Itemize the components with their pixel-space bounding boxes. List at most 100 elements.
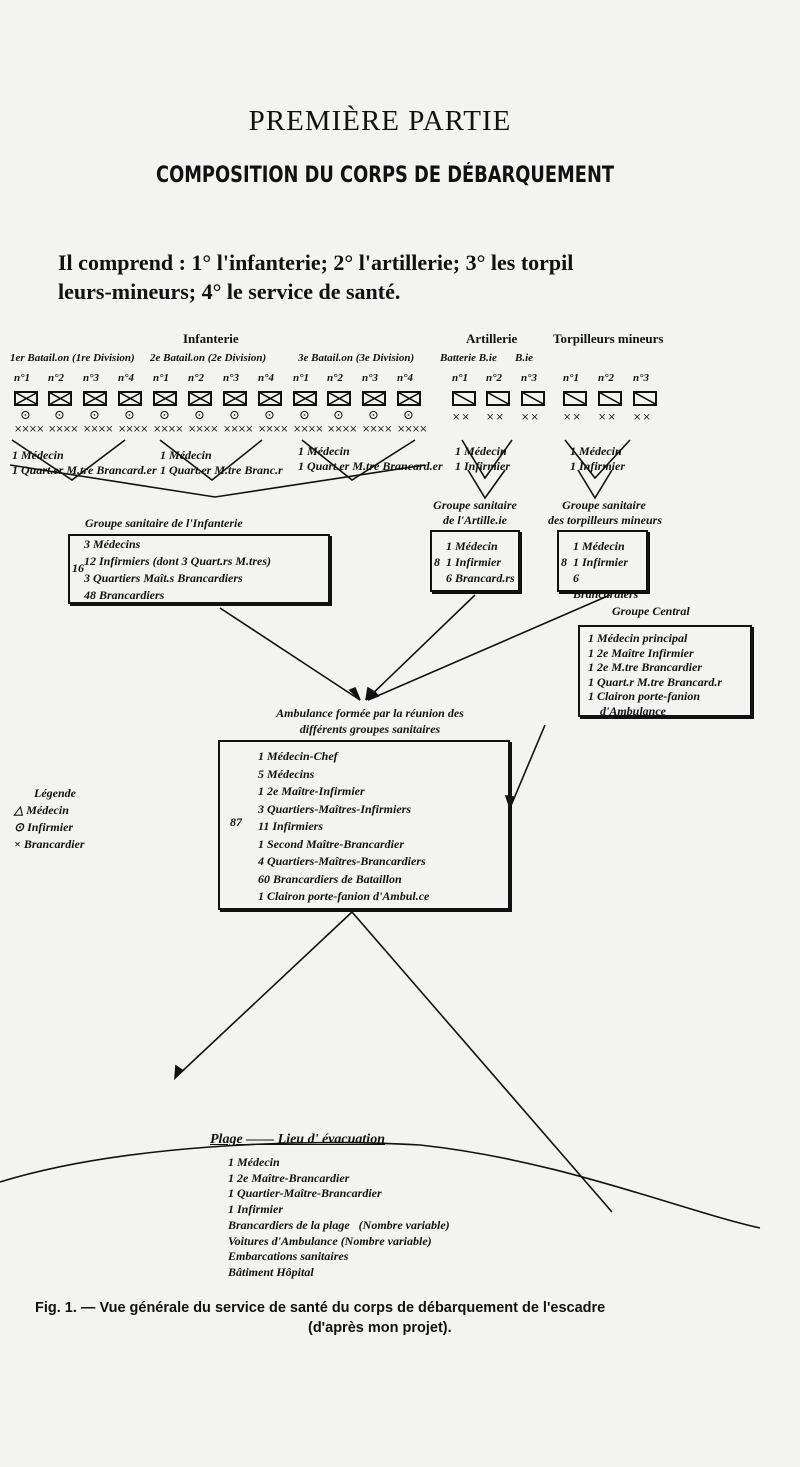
- figure-caption: Fig. 1. — Vue générale du service de san…: [35, 1300, 606, 1316]
- plage-label: Plage —— Lieu d' évacuation: [210, 1132, 385, 1147]
- company-box-icon: [258, 391, 282, 406]
- company-box-icon: [486, 391, 510, 406]
- circle-dot-icon: ⊙: [14, 820, 25, 834]
- company-box-icon: [598, 391, 622, 406]
- brancardier-icon: × ×: [598, 412, 616, 423]
- company-box-icon: [563, 391, 587, 406]
- company-number: n°1: [293, 372, 310, 384]
- company-box-icon: [327, 391, 351, 406]
- company-box-icon: [14, 391, 38, 406]
- infirmier-icon: ⊙: [368, 408, 379, 423]
- company-number: n°1: [563, 372, 580, 384]
- brancardier-icon: ××××: [397, 424, 427, 435]
- company-box-icon: [188, 391, 212, 406]
- brancardier-icon: × ×: [452, 412, 470, 423]
- company-number: n°4: [258, 372, 275, 384]
- header-artillerie: Artillerie: [466, 331, 518, 346]
- header-infanterie: Infanterie: [183, 331, 239, 346]
- company-number: n°2: [486, 372, 503, 384]
- page-subtitle: COMPOSITION DU CORPS DE DÉBARQUEMENT: [155, 163, 615, 188]
- infirmier-icon: ⊙: [299, 408, 310, 423]
- brancardier-icon: ××××: [83, 424, 113, 435]
- infirmier-icon: ⊙: [264, 408, 275, 423]
- infirmier-icon: ⊙: [229, 408, 240, 423]
- cross-icon: ×: [14, 837, 21, 851]
- company-number: n°3: [83, 372, 100, 384]
- infirmier-icon: ⊙: [159, 408, 170, 423]
- brancardier-icon: × ×: [633, 412, 651, 423]
- company-number: n°2: [48, 372, 65, 384]
- company-box-icon: [633, 391, 657, 406]
- intro-line-1: Il comprend : 1° l'infanterie; 2° l'arti…: [58, 250, 574, 275]
- brancardier-icon: ××××: [188, 424, 218, 435]
- infirmier-icon: ⊙: [403, 408, 414, 423]
- legend: Légende △ Médecin ⊙ Infirmier × Brancard…: [14, 786, 85, 851]
- company-box-icon: [397, 391, 421, 406]
- company-number: n°2: [598, 372, 615, 384]
- figure-caption-2: (d'après mon projet).: [308, 1320, 452, 1336]
- company-box-icon: [153, 391, 177, 406]
- company-box-icon: [83, 391, 107, 406]
- unit-label: 3e Batail.on (3e Division): [298, 352, 415, 364]
- infirmier-icon: ⊙: [124, 408, 135, 423]
- brancardier-icon: ××××: [362, 424, 392, 435]
- company-box-icon: [118, 391, 142, 406]
- intro-line-2: leurs-mineurs; 4° le service de santé.: [58, 279, 401, 304]
- brancardier-icon: ××××: [293, 424, 323, 435]
- company-number: n°3: [223, 372, 240, 384]
- infirmier-icon: ⊙: [54, 408, 65, 423]
- unit-label: Batterie B.ie: [440, 352, 497, 364]
- groupe-central-label: Groupe Central: [612, 604, 690, 618]
- brancardier-icon: ××××: [118, 424, 148, 435]
- unit-label: 1er Batail.on (1re Division): [10, 352, 135, 364]
- infirmier-icon: ⊙: [89, 408, 100, 423]
- company-number: n°4: [397, 372, 414, 384]
- brancardier-icon: ××××: [258, 424, 288, 435]
- groupe-infanterie-label: Groupe sanitaire de l'Infanterie: [85, 516, 243, 530]
- company-box-icon: [452, 391, 476, 406]
- company-number: n°1: [452, 372, 469, 384]
- brancardier-icon: ××××: [327, 424, 357, 435]
- header-torpilleurs: Torpilleurs mineurs: [553, 331, 664, 346]
- brancardier-icon: ××××: [48, 424, 78, 435]
- company-number: n°1: [14, 372, 31, 384]
- brancardier-icon: ××××: [223, 424, 253, 435]
- brancardier-icon: × ×: [486, 412, 504, 423]
- infirmier-icon: ⊙: [194, 408, 205, 423]
- company-box-icon: [362, 391, 386, 406]
- unit-label: B.ie: [515, 352, 534, 364]
- company-box-icon: [521, 391, 545, 406]
- page-title: PREMIÈRE PARTIE: [248, 105, 512, 137]
- company-number: n°3: [633, 372, 650, 384]
- unit-label: 2e Batail.on (2e Division): [150, 352, 267, 364]
- company-box-icon: [48, 391, 72, 406]
- brancardier-icon: × ×: [563, 412, 581, 423]
- company-number: n°2: [188, 372, 205, 384]
- company-box-icon: [223, 391, 247, 406]
- company-number: n°1: [153, 372, 170, 384]
- company-number: n°3: [521, 372, 538, 384]
- brancardier-icon: × ×: [521, 412, 539, 423]
- company-number: n°4: [118, 372, 135, 384]
- triangle-icon: △: [14, 803, 24, 817]
- infirmier-icon: ⊙: [20, 408, 31, 423]
- company-number: n°2: [327, 372, 344, 384]
- infirmier-icon: ⊙: [333, 408, 344, 423]
- company-number: n°3: [362, 372, 379, 384]
- brancardier-icon: ××××: [153, 424, 183, 435]
